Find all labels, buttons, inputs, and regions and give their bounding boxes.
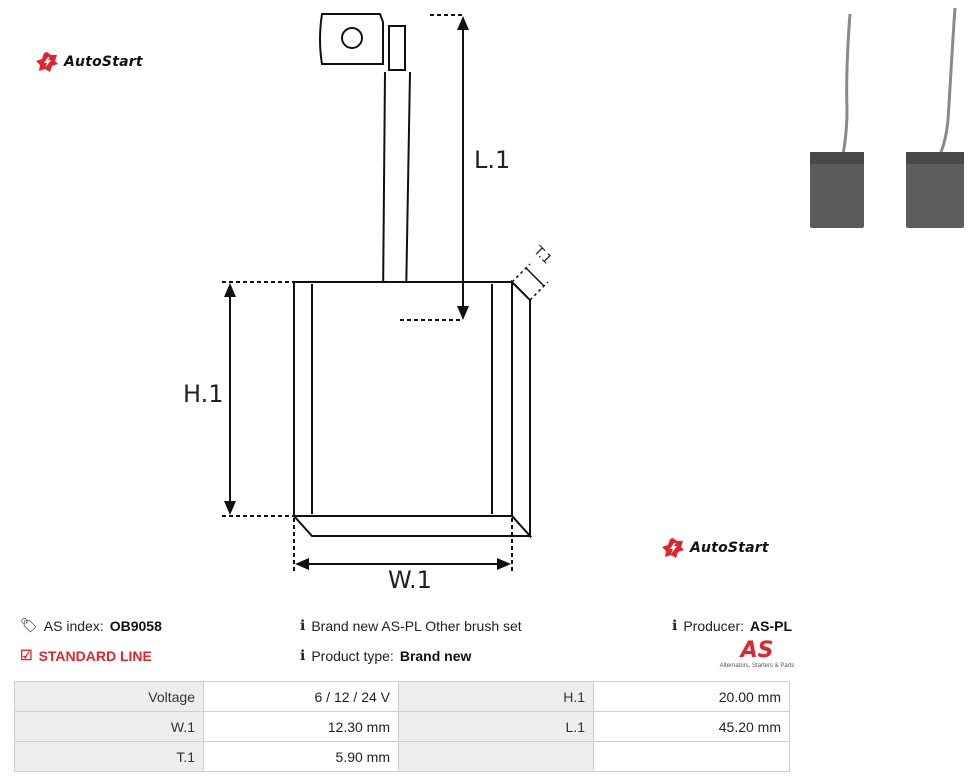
table-row: T.1 5.90 mm — [14, 741, 790, 772]
check-square-icon: ☑ — [20, 647, 33, 663]
spec-key: Voltage — [14, 681, 204, 712]
spec-key: T.1 — [14, 741, 204, 772]
spec-key: W.1 — [14, 711, 204, 742]
as-index: 🏷 AS index: OB9058 — [20, 617, 162, 634]
info-circle-icon: ℹ — [300, 647, 306, 663]
table-row: Voltage 6 / 12 / 24 V H.1 20.00 mm — [14, 681, 790, 712]
spec-value: 6 / 12 / 24 V — [203, 681, 399, 712]
autostart-logo-text: AutoStart — [64, 54, 143, 70]
spec-key: L.1 — [398, 711, 594, 742]
product-type: ℹ Product type: Brand new — [300, 647, 471, 664]
spec-value: 5.90 mm — [203, 741, 399, 772]
spec-key — [398, 741, 594, 772]
l1-label: L.1 — [474, 146, 511, 174]
spec-value: 45.20 mm — [593, 711, 790, 742]
spec-key: H.1 — [398, 681, 594, 712]
info-circle-icon: ℹ — [672, 617, 678, 633]
producer-label: Producer: — [683, 617, 745, 634]
brush-diagram — [222, 13, 549, 572]
w1-label: W.1 — [388, 566, 432, 594]
as-pl-logo: AS Alternators, Starters & Parts — [716, 640, 798, 670]
table-row: W.1 12.30 mm L.1 45.20 mm — [14, 711, 790, 742]
autostart-logo-icon — [36, 52, 58, 72]
spec-value: 12.30 mm — [203, 711, 399, 742]
product-photo — [810, 7, 964, 228]
product-type-value: Brand new — [399, 647, 472, 664]
autostart-logo-icon — [662, 538, 684, 558]
standard-line-badge: ☑ STANDARD LINE — [20, 647, 152, 664]
info-circle-icon: ℹ — [300, 617, 306, 633]
as-pl-logo-tagline: Alternators, Starters & Parts — [719, 663, 795, 669]
h1-label: H.1 — [183, 380, 224, 408]
as-index-label: AS index: — [43, 617, 104, 634]
standard-line-text: STANDARD LINE — [38, 647, 152, 664]
spec-value — [593, 741, 790, 772]
as-pl-logo-text: AS — [740, 638, 774, 663]
product-type-label: Product type: — [311, 647, 394, 664]
autostart-logo-text: AutoStart — [690, 540, 769, 556]
as-index-value[interactable]: OB9058 — [109, 617, 162, 634]
producer-value: AS-PL — [750, 617, 793, 634]
autostart-logo-top: AutoStart — [36, 52, 143, 72]
spec-value: 20.00 mm — [593, 681, 790, 712]
description-text: Brand new AS-PL Other brush set — [311, 617, 522, 634]
producer: ℹ Producer: AS-PL — [672, 617, 792, 634]
autostart-logo-bottom: AutoStart — [662, 538, 769, 558]
specs-table: Voltage 6 / 12 / 24 V H.1 20.00 mm W.1 1… — [14, 681, 790, 772]
product-description: ℹ Brand new AS-PL Other brush set — [300, 617, 522, 634]
tag-icon: 🏷 — [20, 617, 38, 633]
